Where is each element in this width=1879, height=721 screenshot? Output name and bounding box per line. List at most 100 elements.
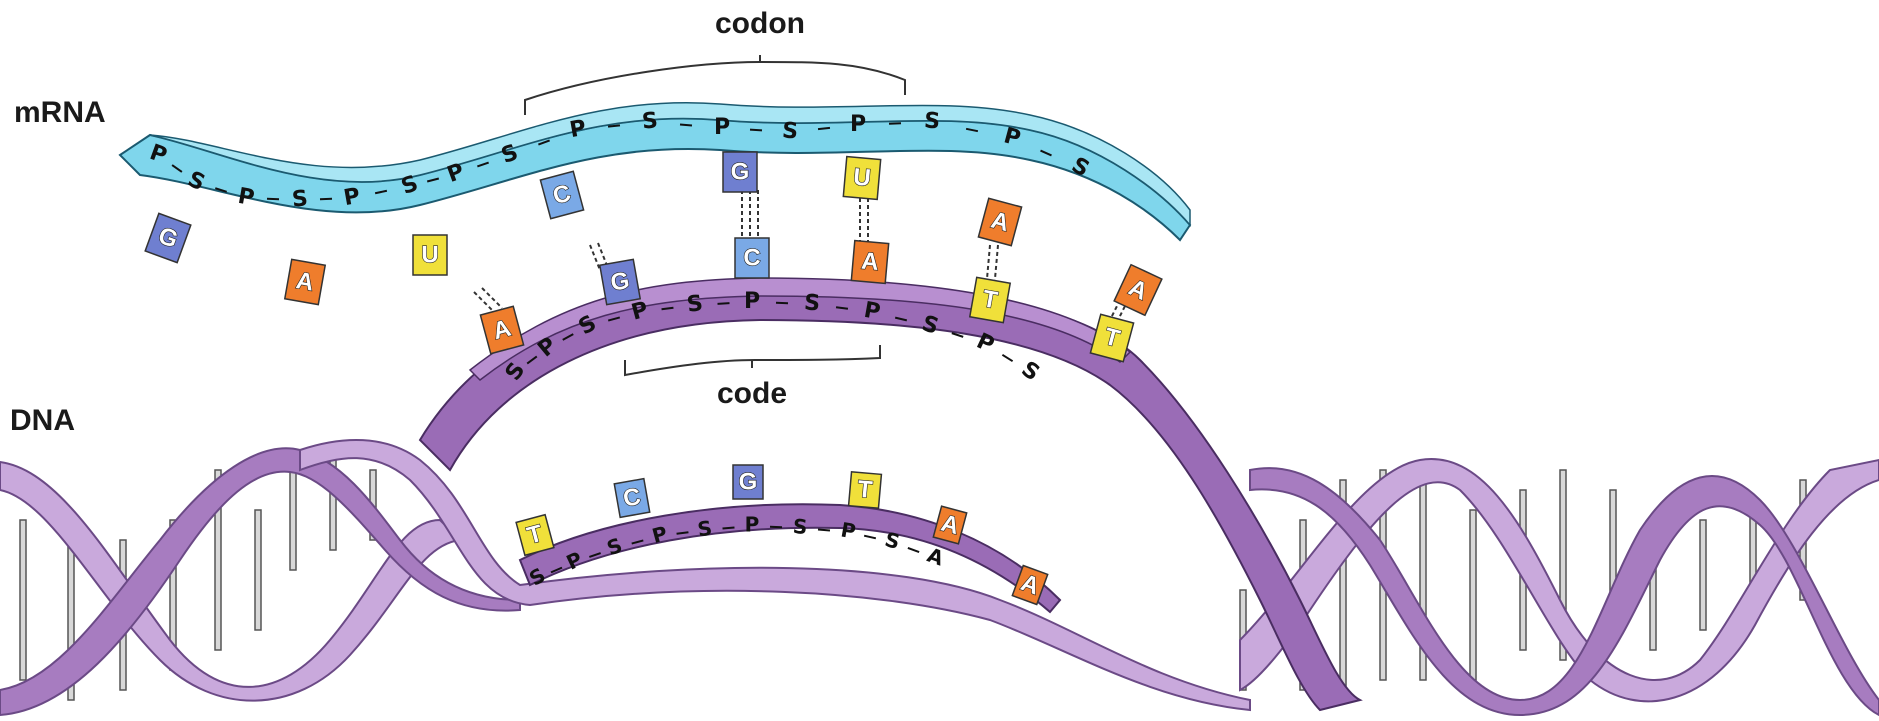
backbone-bond [661, 306, 674, 311]
backbone-bond [863, 534, 877, 540]
base-block [842, 155, 882, 201]
backbone-bond [538, 139, 550, 146]
dna-template-backbone-ribbon [418, 278, 1363, 712]
backbone-bond [526, 355, 538, 365]
base-block [732, 464, 764, 500]
nucleotide-base: U [842, 155, 882, 201]
mrna-strand [118, 101, 1192, 242]
backbone-bond [894, 316, 908, 322]
backbone-letter: S [781, 118, 799, 144]
base-block [1089, 313, 1135, 363]
base-letter: U [421, 241, 438, 268]
backbone-bond [676, 531, 689, 535]
code-bracket [624, 345, 881, 377]
dna-right-ribbon-front [1249, 467, 1879, 717]
base-letter: C [621, 483, 643, 513]
dna-double-helix [0, 439, 1879, 717]
base-block [722, 151, 758, 193]
nucleotide-base: G [732, 464, 764, 500]
nucleotide-base: T [1089, 313, 1135, 363]
backbone-letter: A [924, 543, 947, 571]
base-block [734, 237, 770, 279]
backbone-bond [1001, 353, 1014, 363]
backbone-letter: P [745, 513, 760, 537]
base-block [613, 477, 651, 519]
backbone-letter: P [1001, 123, 1023, 151]
backbone-letter: P [862, 298, 882, 325]
backbone-letter: S [919, 311, 942, 340]
base-block [1113, 263, 1163, 317]
base-block [539, 170, 585, 220]
base-block [515, 513, 555, 557]
backbone-bond [631, 539, 644, 545]
mrna-backbone-top-edge [149, 101, 1191, 228]
backbone-letter: P [649, 521, 669, 548]
nucleotide-base: U [412, 234, 448, 276]
dna-right-ribbon-back [1239, 458, 1879, 703]
nucleotide-base: A [283, 258, 327, 306]
backbone-letter: P [444, 159, 468, 188]
backbone-bond [607, 316, 621, 322]
backbone-letter: P [568, 116, 588, 143]
base-letter: T [857, 476, 874, 504]
backbone-bond [589, 552, 601, 558]
nucleotide-base: G [722, 151, 758, 193]
backbone-bond [477, 161, 489, 168]
codon-bracket [524, 55, 906, 115]
nucleotide-base: G [144, 212, 192, 264]
backbone-letter: S [792, 514, 808, 539]
backbone-bond [171, 164, 183, 173]
nucleotide-base: T [847, 470, 883, 510]
base-block [479, 305, 525, 355]
base-block [144, 212, 192, 264]
dna-label: DNA [10, 404, 75, 437]
base-block [283, 258, 327, 306]
backbone-letter: P [629, 297, 651, 325]
codon-label: codon [715, 7, 805, 40]
nucleotide-base: G [598, 258, 642, 306]
dna-left-ribbon-front [0, 447, 521, 717]
backbone-bond [374, 189, 388, 195]
base-block [412, 234, 448, 276]
base-letter: U [852, 164, 872, 192]
base-letter: T [980, 285, 999, 314]
backbone-letter: P [342, 184, 362, 211]
backbone-bond [817, 528, 831, 532]
base-block [850, 239, 890, 285]
backbone-letter: P [146, 140, 170, 169]
nucleotide-base: C [539, 170, 585, 220]
code-label: code [717, 377, 787, 410]
backbone-bond [214, 187, 228, 193]
nucleotide-base: A [1113, 263, 1163, 317]
nucleotide-base: A [977, 197, 1023, 247]
backbone-bond [607, 124, 621, 128]
nucleotide-base: A [1011, 564, 1049, 606]
backbone-bond [965, 127, 979, 133]
dna-coding-strand [518, 503, 1062, 614]
backbone-letter: P [839, 517, 858, 543]
base-letter: G [731, 158, 750, 185]
backbone-bond [722, 526, 735, 530]
backbone-letter: S [923, 108, 941, 134]
backbone-letter: S [803, 290, 821, 316]
dna-coding-backbone-ribbon [518, 503, 1062, 614]
base-block [598, 258, 642, 306]
backbone-letter: S [696, 516, 714, 542]
nucleotide-base: A [850, 239, 890, 285]
base-block [847, 470, 883, 510]
dna-template-strand [418, 277, 1363, 712]
backbone-letter: S [882, 527, 902, 554]
backbone-letter: P [714, 115, 730, 140]
base-block [977, 197, 1023, 247]
backbone-bond [1040, 149, 1052, 157]
nucleotide-base: C [613, 477, 651, 519]
backbone-bond [550, 566, 563, 574]
backbone-bond [426, 177, 440, 183]
nucleotide-base: A [932, 505, 968, 545]
base-block [968, 276, 1012, 324]
